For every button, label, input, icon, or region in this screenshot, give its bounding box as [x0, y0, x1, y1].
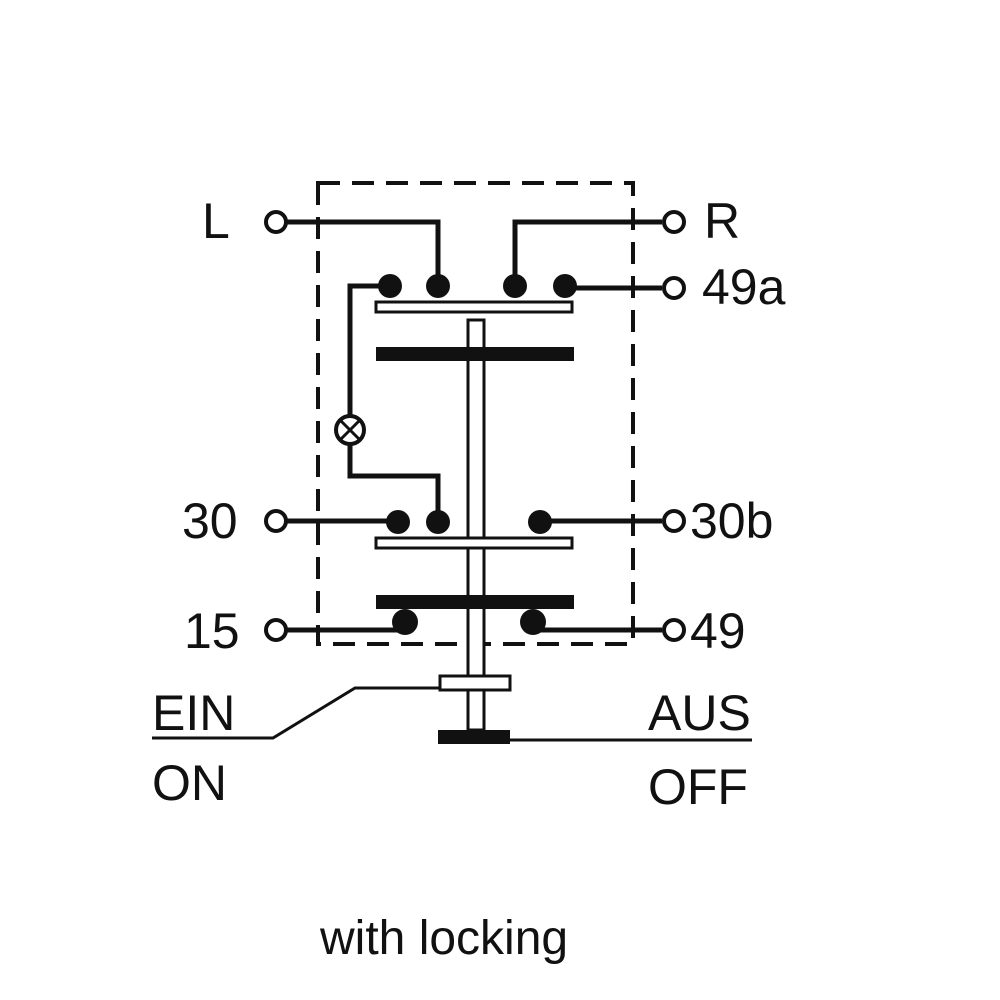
label-on: ON	[152, 755, 227, 811]
contact-dot	[426, 510, 450, 534]
lock-sleeve	[438, 674, 512, 692]
caption: with locking	[319, 912, 568, 965]
wire-lamp-return	[347, 445, 441, 521]
label-off: OFF	[648, 759, 748, 815]
contact-dot	[392, 609, 418, 635]
terminal-49	[662, 618, 686, 642]
label-49: 49	[690, 603, 746, 659]
label-30b: 30b	[690, 493, 773, 549]
contact-dot	[553, 274, 577, 298]
upper-thick-bar	[376, 347, 574, 361]
label-30: 30	[182, 493, 238, 549]
lower-thick-bar	[376, 595, 574, 609]
label-R: R	[704, 193, 740, 249]
label-aus: AUS	[648, 685, 751, 741]
wire-L	[286, 219, 441, 286]
terminal-R	[662, 210, 686, 234]
contact-dot	[386, 510, 410, 534]
upper-contact-bridge	[374, 300, 574, 314]
wire-lamp-loop	[347, 283, 390, 415]
contact-dot	[426, 274, 450, 298]
wire-R	[512, 219, 662, 286]
contact-dot	[378, 274, 402, 298]
on-lever-line	[152, 686, 441, 740]
terminal-L	[264, 210, 288, 234]
terminal-49a	[662, 276, 686, 300]
terminal-15	[264, 618, 288, 642]
indicator-lamp-icon	[334, 414, 366, 446]
label-49a: 49a	[702, 259, 786, 315]
contact-dot	[528, 510, 552, 534]
terminal-30	[264, 509, 288, 533]
label-ein: EIN	[152, 685, 235, 741]
contact-dot	[503, 274, 527, 298]
actuator-rod	[466, 318, 486, 732]
contact-dot	[520, 609, 546, 635]
label-L: L	[202, 193, 230, 249]
middle-contact-bridge	[374, 536, 574, 550]
label-15: 15	[184, 603, 240, 659]
lock-base-bar	[438, 730, 510, 744]
terminal-30b	[662, 509, 686, 533]
